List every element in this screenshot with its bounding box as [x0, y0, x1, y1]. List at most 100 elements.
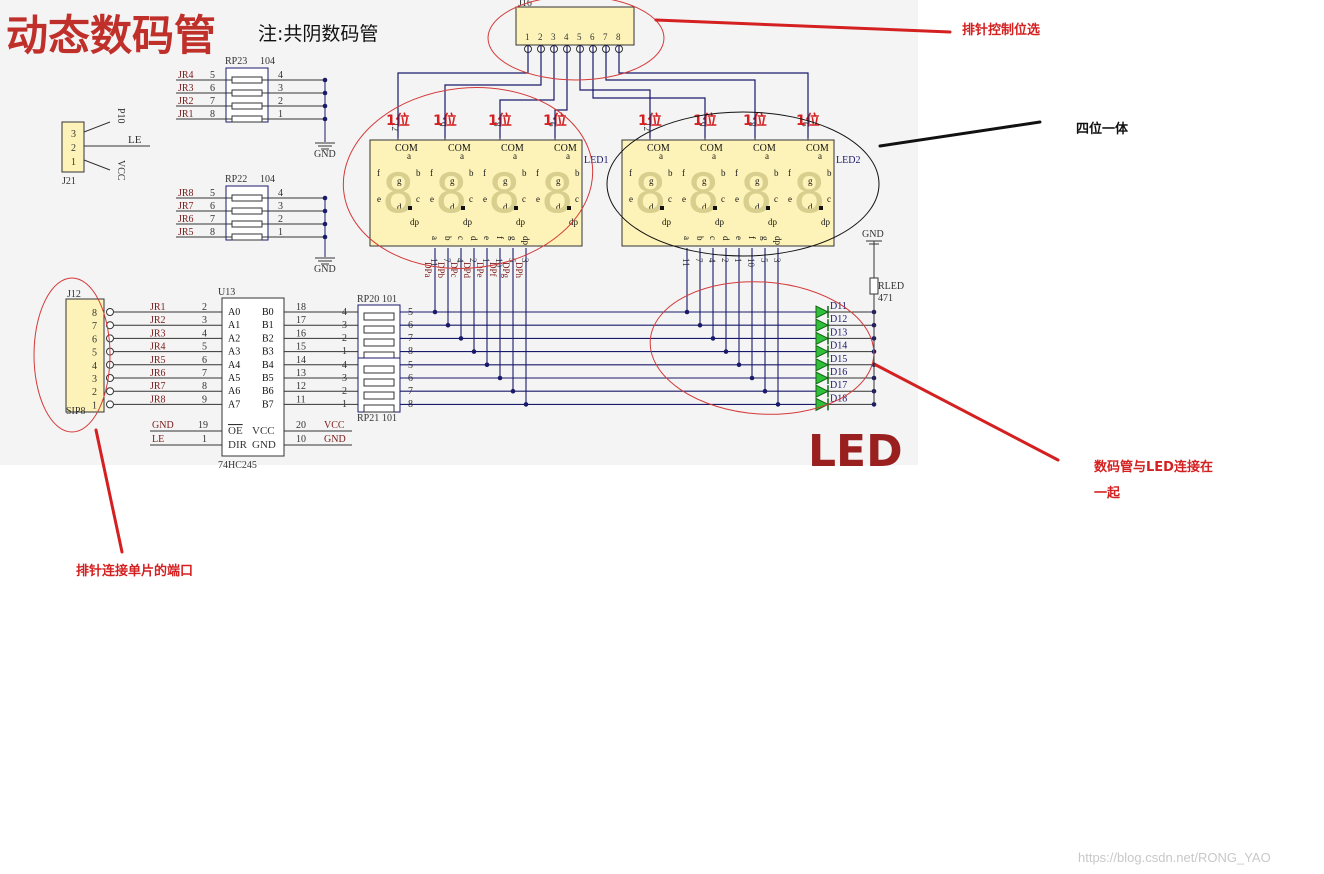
digit-seg-f: f: [430, 168, 433, 178]
u13-b-pin: 15: [296, 342, 306, 353]
digit-seg-dp: dp: [410, 217, 420, 227]
digit-seg-e: e: [483, 194, 487, 204]
rp23-left-pin: 6: [210, 83, 215, 94]
j12-pin-label: 3: [92, 374, 97, 385]
j21-pin-3: 3: [71, 129, 76, 140]
segment-pin-name: dp: [773, 236, 783, 246]
led-ref: D15: [830, 354, 847, 365]
digit-seg-dp: dp: [768, 217, 778, 227]
u13-b-label: B5: [262, 373, 274, 384]
segment-pin-number: 4: [455, 258, 465, 263]
u13-vcc-label: VCC: [252, 425, 275, 437]
rp21-left-pin: 4: [342, 360, 347, 371]
u13-dir-label: DIR: [228, 439, 248, 451]
led-ref: D17: [830, 380, 847, 391]
digit-seg-c: c: [774, 194, 778, 204]
digit-com: COM: [700, 143, 723, 154]
u13-a-label: A6: [228, 386, 240, 397]
segment-pin-name: e: [482, 236, 492, 240]
u13-part: 74HC245: [218, 460, 257, 471]
j12-pin-label: 5: [92, 348, 97, 359]
segment-pin-name: c: [708, 236, 718, 240]
rp20-left-pin: 2: [342, 333, 347, 344]
digit-seg-a: a: [513, 151, 517, 161]
rled-gnd-label: GND: [862, 229, 884, 240]
dp-net-label: DPd: [462, 262, 472, 279]
u13-b-pin: 16: [296, 328, 306, 339]
j12-pin: [106, 400, 114, 409]
digit-seg-d: d: [808, 202, 813, 212]
u13-a-label: A4: [228, 360, 240, 371]
digit-com: COM: [448, 143, 471, 154]
j16-pin-label: 5: [577, 32, 582, 42]
digit-seg-c: c: [827, 194, 831, 204]
segment-pin-number: 7: [442, 258, 452, 263]
rled-ref: RLED: [878, 281, 904, 292]
digit-seg-a: a: [566, 151, 570, 161]
rp23-left-pin: 5: [210, 70, 215, 81]
rp20-left-pin: 3: [342, 320, 347, 331]
digit-seg-a: a: [460, 151, 464, 161]
digit-seg-e: e: [430, 194, 434, 204]
j12-pin: [106, 308, 114, 316]
rp21-right-pin: 5: [408, 360, 413, 371]
digit-seg-dp: dp: [821, 217, 831, 227]
dp-net-label: DPc: [449, 262, 459, 278]
digit-seg-d: d: [649, 202, 654, 212]
segment-pin-number: 1: [481, 258, 491, 263]
j21-ref: J21: [62, 176, 76, 187]
u13-b-pin: 17: [296, 315, 306, 326]
j21-p10: P10: [115, 108, 126, 124]
rp22-right-pin: 3: [278, 201, 283, 212]
digit-seg-g: g: [450, 176, 455, 186]
segment-pin-number: 5: [759, 258, 769, 263]
digit-seg-d: d: [556, 202, 561, 212]
j16-pin-label: 3: [551, 32, 556, 42]
resistor-rled: RLED 471 GND: [862, 229, 904, 405]
digit-seg-dp: dp: [463, 217, 473, 227]
u13-ref: U13: [218, 287, 235, 298]
digit-seg-g: g: [808, 176, 813, 186]
rp23-net: JR4: [178, 70, 194, 81]
u13-a-net: JR1: [150, 302, 166, 313]
segment-pin-name: dp: [521, 236, 531, 246]
j16-ref: J16: [518, 0, 532, 9]
digit-seg-d: d: [503, 202, 508, 212]
j12-pin: [106, 387, 114, 396]
rled-value: 471: [878, 293, 893, 304]
digit-seg-f: f: [735, 168, 738, 178]
digit-seg-dp: dp: [516, 217, 526, 227]
digit-seg-dp: dp: [569, 217, 579, 227]
led-ref: D14: [830, 341, 847, 352]
led-diode: [815, 331, 830, 346]
segment-pin-number: 4: [707, 258, 717, 263]
annotation-shared-line1: 数码管与LED连接在: [1094, 459, 1213, 475]
j16-pin-label: 8: [616, 32, 621, 42]
j21-pin-1: 1: [71, 157, 76, 168]
digit-com: COM: [395, 143, 418, 154]
digit-seg-c: c: [575, 194, 579, 204]
dp-net-label: DPa: [423, 262, 433, 278]
led-diode: [815, 371, 830, 385]
digit-seg-e: e: [735, 194, 739, 204]
rp23-left-pin: 7: [210, 96, 215, 107]
rp23-gnd: GND: [314, 149, 336, 160]
j12-pin-label: 2: [92, 387, 97, 398]
led-ref: D12: [830, 314, 847, 325]
segment-pin-name: a: [682, 236, 692, 240]
u13-a-net: JR4: [150, 342, 166, 353]
digit-glyph: 8: [793, 162, 826, 225]
u13-a-pin: 2: [202, 302, 207, 313]
rp22-left-pin: 5: [210, 188, 215, 199]
u13-a-label: A5: [228, 373, 240, 384]
digit-seg-b: b: [774, 168, 779, 178]
segment-pin-number: 10: [494, 258, 504, 268]
rp23-right-pin: 1: [278, 109, 283, 120]
digit-com: COM: [647, 143, 670, 154]
u13-b-label: B3: [262, 347, 274, 358]
